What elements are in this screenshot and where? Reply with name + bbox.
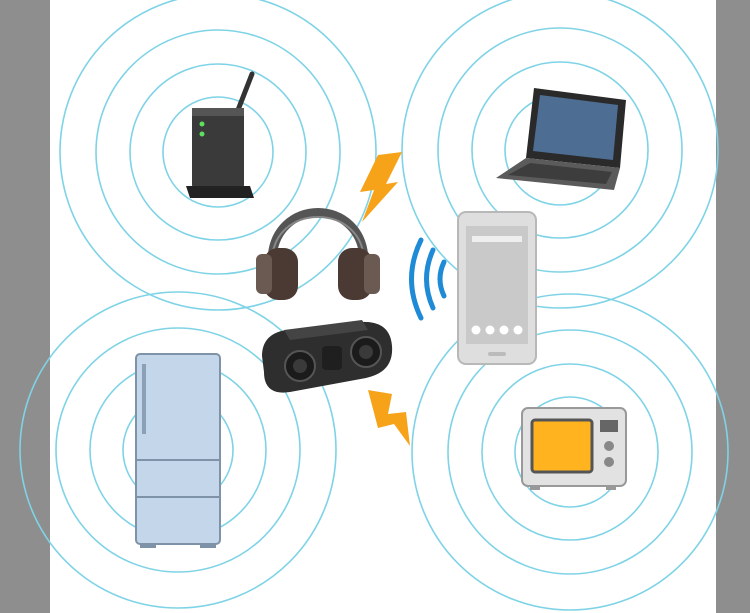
signal-ring bbox=[162, 96, 274, 208]
signal-ring bbox=[411, 293, 729, 611]
right-margin-bar bbox=[716, 0, 750, 613]
signal-ring bbox=[447, 329, 693, 575]
headphones-icon bbox=[256, 208, 380, 300]
smartphone-icon bbox=[457, 211, 537, 365]
signal-ring bbox=[55, 327, 301, 573]
signal-rings bbox=[19, 0, 729, 611]
signal-ring bbox=[481, 363, 659, 541]
signal-ring bbox=[19, 291, 337, 609]
interference-bolt-icon bbox=[368, 390, 410, 446]
wireless-signal-icon bbox=[409, 237, 447, 321]
signal-ring bbox=[471, 61, 649, 239]
signal-ring bbox=[95, 29, 341, 275]
refrigerator-icon bbox=[135, 353, 221, 548]
laptop-icon bbox=[496, 88, 626, 190]
left-margin-bar bbox=[0, 0, 50, 613]
router-icon bbox=[186, 71, 255, 198]
signal-ring bbox=[401, 0, 719, 309]
interference-bolt-icon bbox=[360, 152, 402, 222]
signal-ring bbox=[59, 0, 377, 311]
microwave-icon bbox=[521, 407, 627, 490]
speaker-icon bbox=[262, 320, 393, 393]
signal-ring bbox=[129, 63, 307, 241]
signal-ring bbox=[437, 27, 683, 273]
